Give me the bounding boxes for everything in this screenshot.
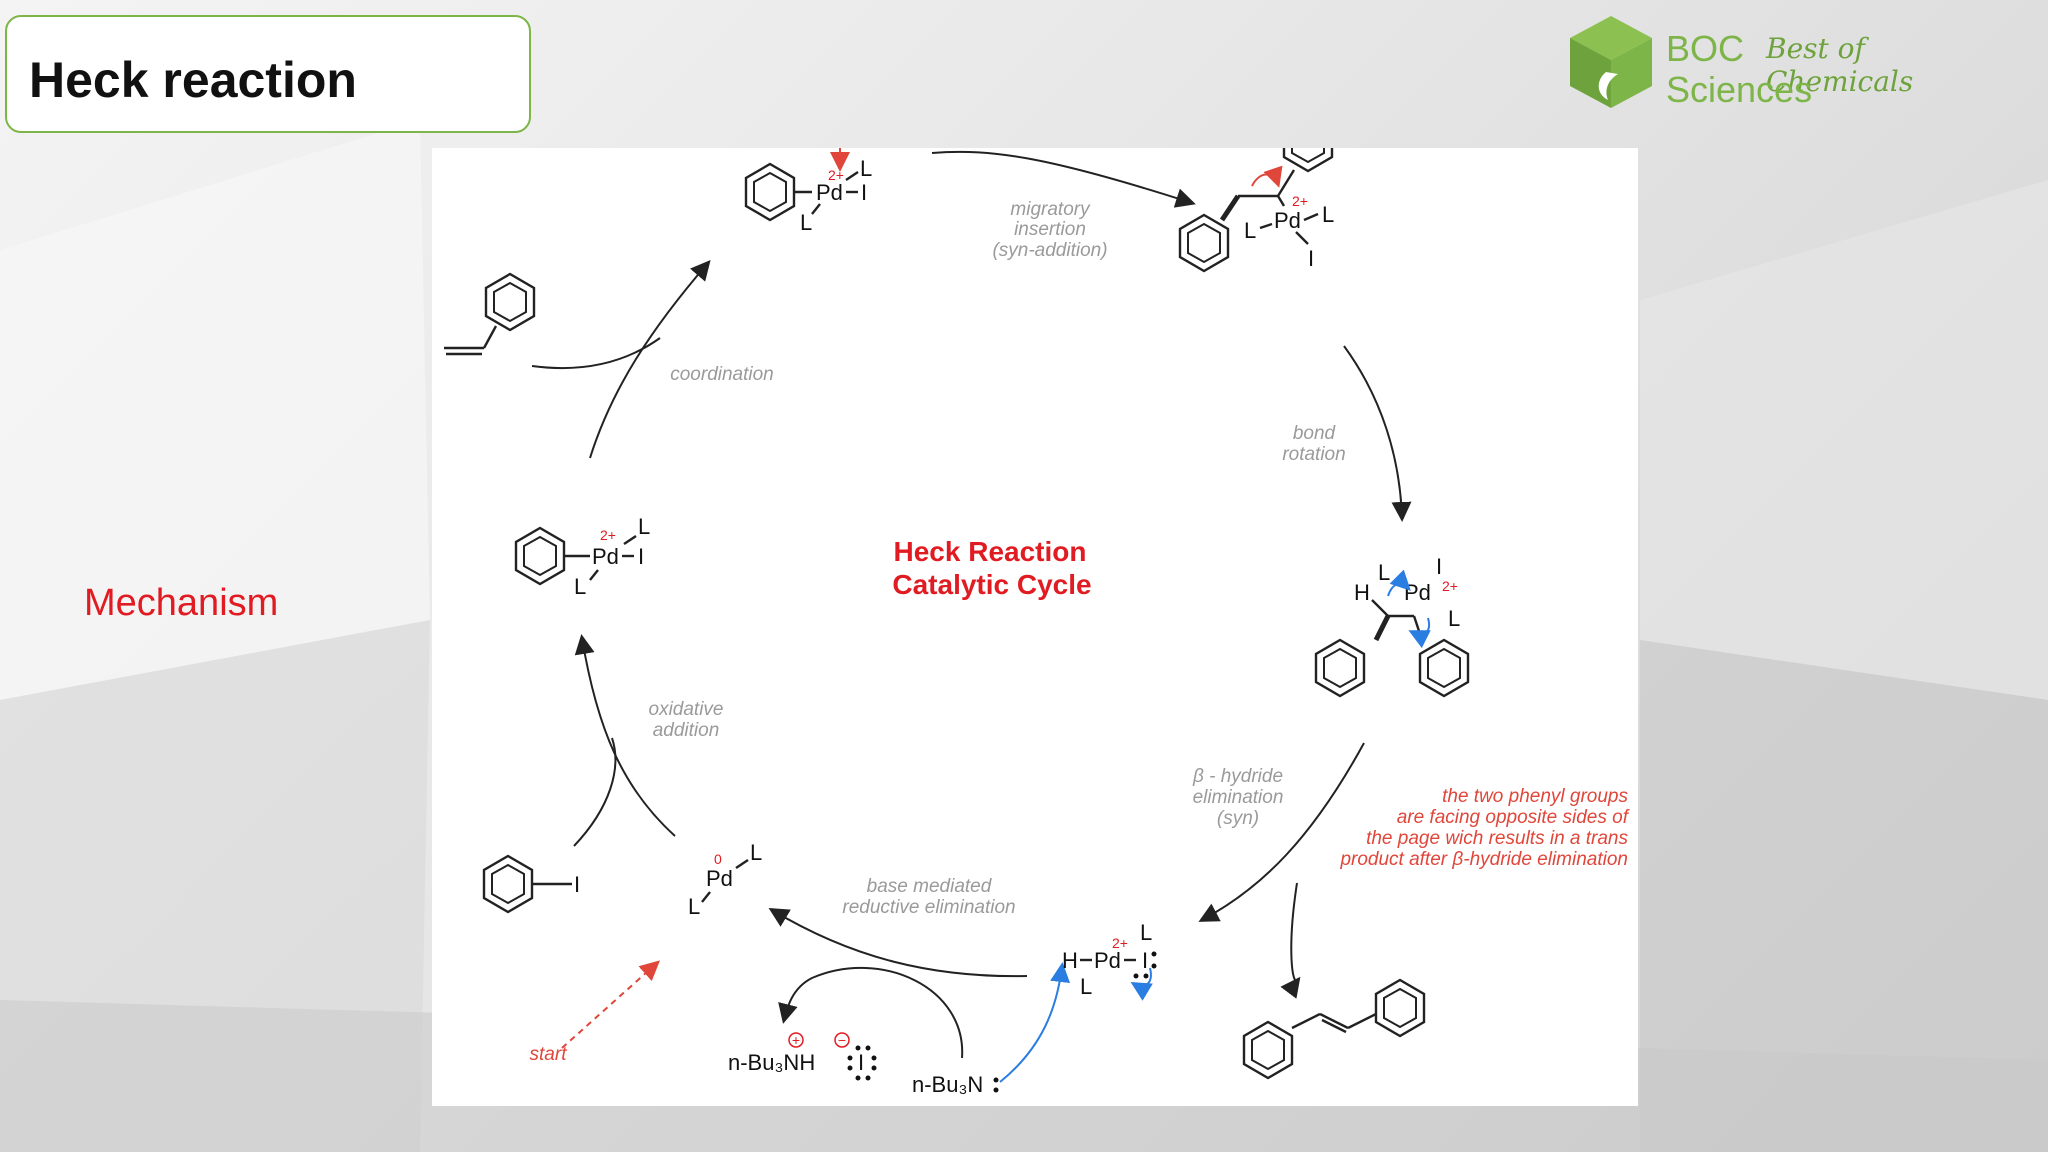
migratory-label-2: insertion bbox=[1014, 219, 1086, 240]
reductive-elimination-arrow bbox=[768, 907, 1028, 978]
center-title-2: Catalytic Cycle bbox=[892, 569, 1091, 600]
beta-label-1: β - hydride bbox=[1192, 766, 1283, 787]
ligand-atom: L bbox=[800, 210, 812, 235]
base-label-1: base mediated bbox=[867, 876, 993, 897]
hydride-atom: H bbox=[1354, 580, 1370, 605]
base-arrow bbox=[778, 967, 964, 1059]
ligand-atom: L bbox=[1448, 606, 1460, 631]
start-label: start bbox=[530, 1044, 568, 1065]
beta-hydride-arrow bbox=[1198, 742, 1365, 922]
hydrido-palladium-complex: H Pd 2+ I L L bbox=[1062, 920, 1157, 1001]
title-box: Heck reaction bbox=[5, 15, 531, 133]
amine-label: n-Bu₃N bbox=[912, 1072, 983, 1097]
pd-atom: Pd bbox=[1404, 580, 1431, 605]
cube-logo-icon bbox=[1570, 16, 1652, 108]
oxidative-label-1: oxidative bbox=[649, 699, 724, 720]
ligand-atom: L bbox=[1244, 218, 1256, 243]
rotation-label-1: bond bbox=[1293, 423, 1337, 444]
migratory-label-3: (syn-addition) bbox=[992, 240, 1107, 261]
iodide-atom: I bbox=[638, 544, 644, 569]
pd-atom: Pd bbox=[1094, 948, 1121, 973]
ligand-atom: L bbox=[1080, 974, 1092, 999]
oxidative-label-2: addition bbox=[653, 720, 720, 741]
pd-atom: Pd bbox=[816, 180, 843, 205]
ligand-atom: L bbox=[688, 894, 700, 919]
beta-label-3: (syn) bbox=[1217, 808, 1259, 829]
iodide-atom: I bbox=[574, 872, 580, 897]
note-line-2: are facing opposite sides of bbox=[1397, 807, 1630, 828]
beta-label-2: elimination bbox=[1193, 787, 1284, 808]
ligand-atom: L bbox=[1378, 560, 1390, 585]
base-label-2: reductive elimination bbox=[842, 897, 1015, 918]
iodide-atom: I bbox=[1308, 246, 1314, 271]
tributylamine: n-Bu₃N bbox=[912, 1072, 999, 1097]
charge-label: 2+ bbox=[828, 167, 844, 183]
ligand-atom: L bbox=[638, 514, 650, 539]
trans-stilbene-product bbox=[1242, 978, 1426, 1080]
phenyl-iodide: I bbox=[482, 854, 580, 914]
logo-brand: BOC bbox=[1666, 28, 1745, 69]
ammonium-label: n-Bu₃NH bbox=[728, 1050, 815, 1075]
note-line-3: the page wich results in a trans bbox=[1366, 828, 1628, 849]
iodide-atom: I bbox=[1142, 948, 1148, 973]
ligand-atom: L bbox=[1322, 202, 1334, 227]
start-arrow bbox=[561, 960, 660, 1049]
iodide-atom: I bbox=[1436, 554, 1442, 579]
bond-rotation-arrow bbox=[1343, 345, 1412, 522]
plus-label: + bbox=[792, 1032, 800, 1048]
coordination-label: coordination bbox=[670, 364, 774, 385]
minus-label: − bbox=[838, 1032, 846, 1048]
heck-catalytic-cycle-diagram: Heck Reaction Catalytic Cycle migratory … bbox=[444, 148, 1630, 1097]
charge-label: 2+ bbox=[1442, 578, 1458, 594]
oxidative-addition-complex: Pd 2+ I L L bbox=[514, 514, 650, 599]
pd-atom: Pd bbox=[1274, 208, 1301, 233]
boc-logo: BOC Best of Chemicals Sciences bbox=[1566, 14, 1986, 114]
mechanism-label: Mechanism bbox=[84, 582, 279, 624]
charge-label: 2+ bbox=[600, 527, 616, 543]
amine-blue-arrow bbox=[999, 962, 1071, 1083]
migratory-insertion-arrow bbox=[931, 150, 1196, 208]
ligand-atom: L bbox=[860, 156, 872, 181]
coordinated-complex: Pd 2+ I L L bbox=[744, 148, 872, 235]
migratory-label-1: migratory bbox=[1010, 199, 1091, 220]
aryl-iodide-in-arrow bbox=[573, 737, 617, 847]
diagram-panel: Heck Reaction Catalytic Cycle migratory … bbox=[432, 148, 1638, 1106]
center-title-1: Heck Reaction bbox=[894, 536, 1087, 567]
tributylammonium-iodide: n-Bu₃NH + − I bbox=[728, 1032, 877, 1081]
ligand-atom: L bbox=[1140, 920, 1152, 945]
trans-product-arrow bbox=[1280, 882, 1301, 999]
hydride-atom: H bbox=[1062, 948, 1078, 973]
logo-sub: Sciences bbox=[1666, 69, 1813, 110]
charge-label: 2+ bbox=[1112, 935, 1128, 951]
iodide-atom: I bbox=[861, 180, 867, 205]
ligand-atom: L bbox=[574, 574, 586, 599]
insertion-product: Pd 2+ L L I bbox=[1178, 148, 1334, 273]
pd-atom: Pd bbox=[706, 866, 733, 891]
zero-label: 0 bbox=[714, 851, 722, 867]
charge-label: 2+ bbox=[1292, 193, 1308, 209]
rotated-complex: H Pd 2+ L I L bbox=[1314, 554, 1470, 698]
iodide-atom: I bbox=[858, 1050, 864, 1075]
slide-title: Heck reaction bbox=[29, 52, 357, 108]
logo-tagline: Best of Chemicals bbox=[1766, 32, 1914, 98]
coordination-arrow bbox=[589, 259, 711, 459]
ligand-atom: L bbox=[750, 840, 762, 865]
rotation-label-2: rotation bbox=[1282, 444, 1345, 465]
note-line-4: product after β-hydride elimination bbox=[1339, 849, 1628, 870]
note-line-1: the two phenyl groups bbox=[1442, 786, 1628, 807]
styrene-in-arrow bbox=[531, 337, 661, 370]
styrene bbox=[444, 272, 536, 356]
pd0-complex: Pd 0 L L bbox=[688, 840, 762, 919]
pd-atom: Pd bbox=[592, 544, 619, 569]
